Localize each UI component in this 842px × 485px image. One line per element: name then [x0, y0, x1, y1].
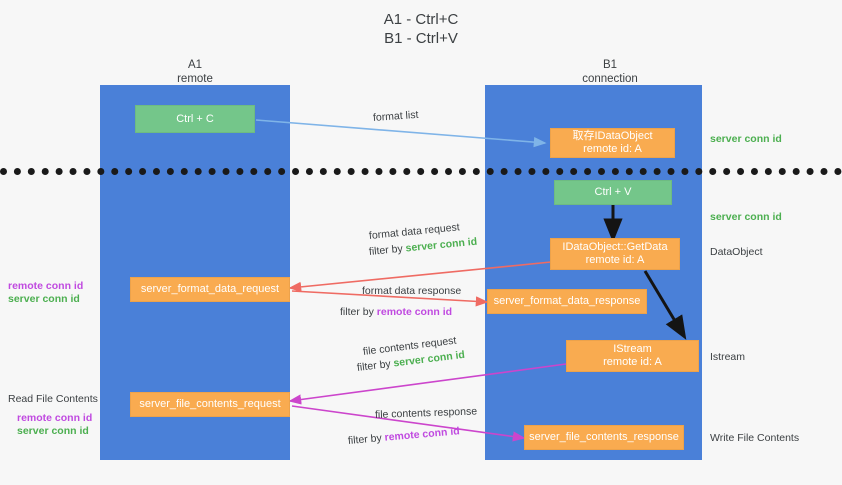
box-getdata[interactable]: IDataObject::GetData remote id: A [550, 238, 680, 270]
box-idataobject[interactable]: 取存IDataObject remote id: A [550, 128, 675, 158]
box-server-file-contents-response-line1: server_file_contents_response [529, 431, 679, 443]
column-a1-name: A1 [187, 59, 203, 71]
box-getdata-line1: IDataObject::GetData [562, 241, 668, 253]
box-istream[interactable]: IStream remote id: A [566, 340, 699, 372]
box-server-format-data-response-line1: server_format_data_response [493, 295, 641, 307]
box-ctrl-v[interactable]: Ctrl + V [554, 180, 672, 205]
filter-by-label-4: filter by [347, 431, 386, 447]
box-ctrl-c[interactable]: Ctrl + C [135, 105, 255, 133]
box-server-format-data-request[interactable]: server_format_data_request [130, 277, 290, 302]
box-getdata-line2: remote id: A [585, 254, 645, 266]
phase-divider [0, 168, 842, 175]
annotation-write-file-contents: Write File Contents [710, 432, 800, 444]
box-ctrl-v-line1: Ctrl + V [594, 186, 632, 198]
column-header-b1: B1 connection [545, 58, 675, 86]
annotation-server-conn-id-mid: server conn id [710, 211, 782, 223]
box-server-file-contents-response[interactable]: server_file_contents_response [524, 425, 684, 450]
annotation-read-file-contents: Read File Contents [8, 393, 98, 405]
annotation-istream: Istream [710, 351, 746, 363]
edge-filter-format-data-response: filter by remote conn id [340, 305, 452, 319]
column-header-a1: A1 remote [135, 58, 255, 86]
box-ctrl-c-line1: Ctrl + C [176, 112, 214, 125]
annotation-dataobject: DataObject [710, 246, 763, 258]
column-b1-name: B1 [602, 59, 618, 71]
box-istream-line2: remote id: A [603, 356, 662, 368]
column-b1-sub: connection [582, 73, 638, 85]
filter-by-label-2: filter by [340, 306, 377, 318]
annotation-server-conn-id-bottom: server conn id [17, 425, 89, 437]
title-line-1: A1 - Ctrl+C [383, 11, 459, 28]
title-line-2: B1 - Ctrl+V [384, 30, 458, 47]
column-a1-sub: remote [177, 73, 213, 85]
annotation-server-conn-id-top: server conn id [710, 133, 782, 145]
box-server-format-data-response[interactable]: server_format_data_response [487, 289, 647, 314]
box-server-format-data-request-line1: server_format_data_request [140, 283, 280, 295]
box-idataobject-line1: 取存IDataObject [572, 130, 653, 142]
annotation-remote-conn-id-mid: remote conn id [8, 280, 84, 292]
box-server-file-contents-request-line1: server_file_contents_request [139, 398, 281, 410]
diagram-title: A1 - Ctrl+C B1 - Ctrl+V [0, 10, 842, 48]
filter-by-label-1: filter by [368, 242, 407, 258]
remote-conn-id-1: remote conn id [376, 306, 453, 318]
box-istream-line1: IStream [613, 343, 652, 355]
annotation-server-conn-id-left-mid: server conn id [8, 293, 80, 305]
edge-label-format-data-response: format data response [362, 285, 462, 297]
box-server-file-contents-request[interactable]: server_file_contents_request [130, 392, 290, 417]
box-idataobject-line2: remote id: A [583, 143, 642, 155]
annotation-remote-conn-id-bottom: remote conn id [17, 412, 93, 424]
